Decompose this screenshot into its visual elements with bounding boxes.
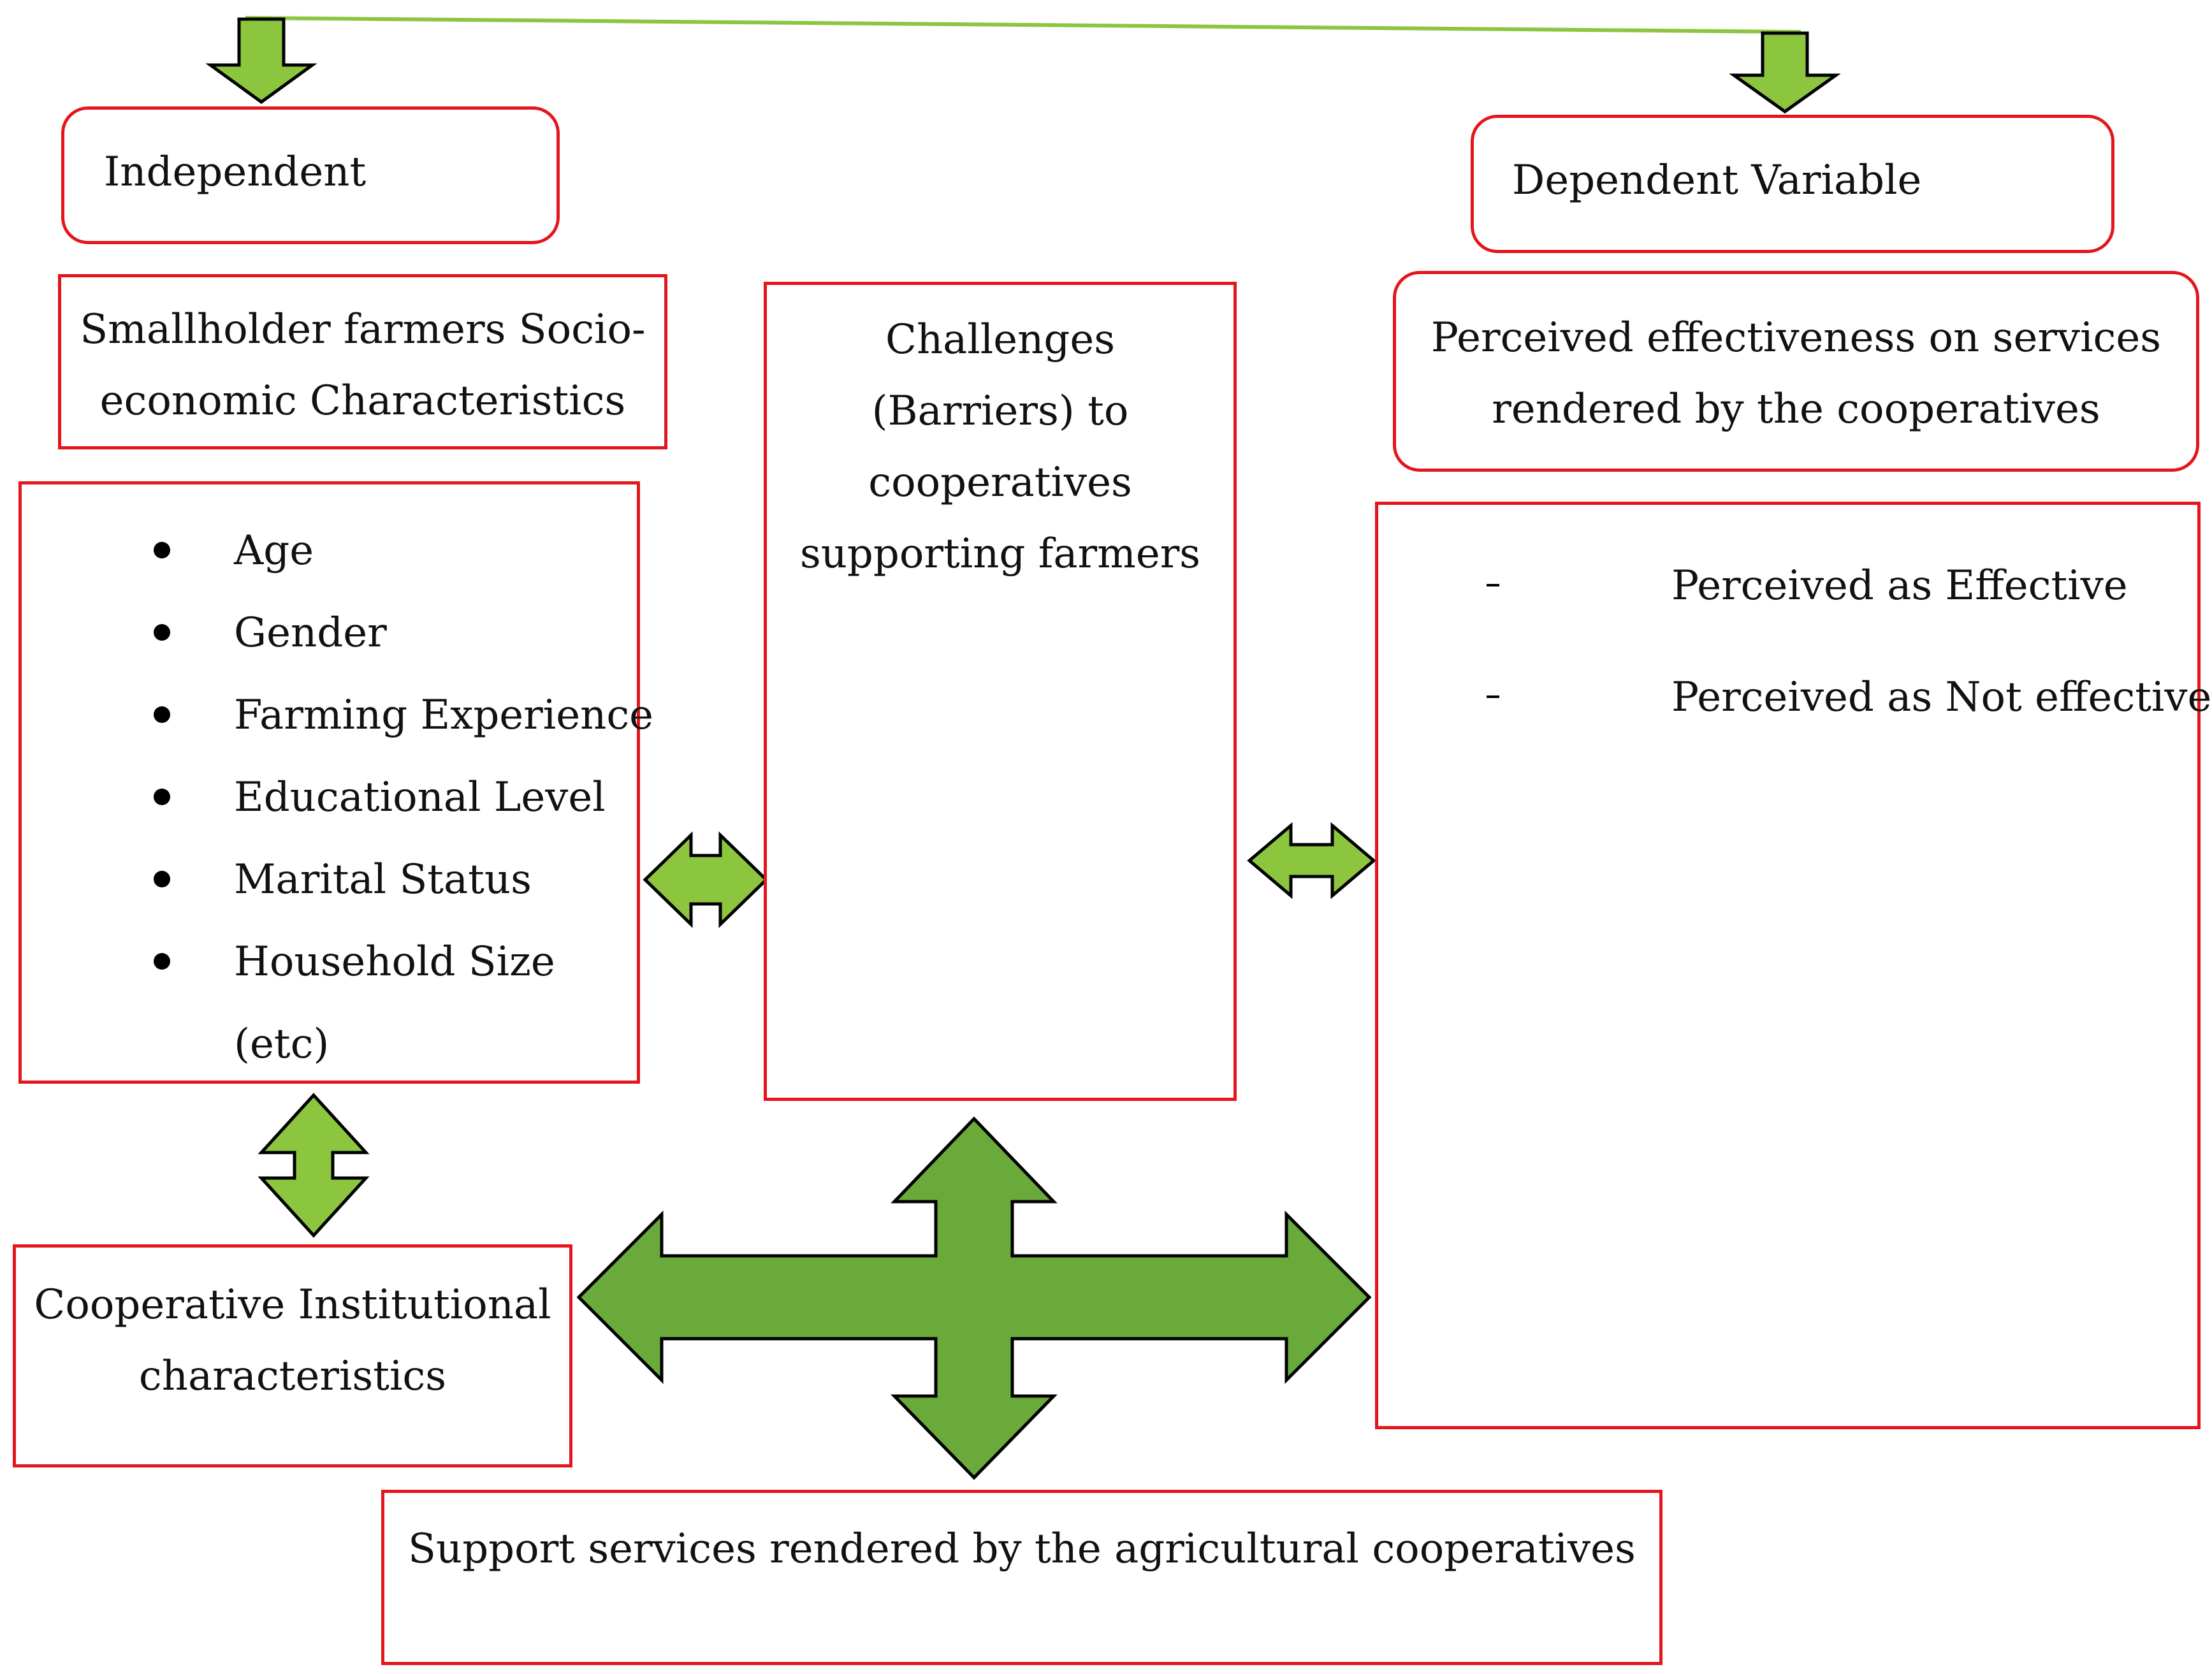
effectiveness-line-1: Perceived effectiveness on services — [1430, 314, 2162, 361]
support-services-box: Support services rendered by the agricul… — [381, 1490, 1663, 1665]
institutional-text: Cooperative Institutional characteristic… — [16, 1269, 569, 1412]
dependent-label-box: Dependent Variable — [1471, 115, 2114, 253]
challenges-box: Challenges (Barriers) to cooperatives su… — [764, 282, 1237, 1101]
socio-economic-title: Smallholder farmers Socio- economic Char… — [61, 294, 664, 437]
top-connector-line — [245, 16, 1801, 34]
bullet-icon — [154, 871, 170, 887]
bullet-icon — [154, 953, 170, 970]
arrow-four-way — [576, 1116, 1372, 1480]
effectiveness-line-2: rendered by the cooperatives — [1492, 386, 2100, 433]
effectiveness-header-text: Perceived effectiveness on services rend… — [1396, 302, 2196, 445]
dash-icon — [1487, 584, 1499, 586]
dependent-label: Dependent Variable — [1512, 157, 1922, 204]
challenges-line-3: cooperatives — [868, 459, 1132, 506]
arrow-double-socio-challenges — [643, 831, 769, 928]
institutional-box: Cooperative Institutional characteristic… — [13, 1244, 572, 1467]
characteristics-etc: (etc) — [234, 1021, 330, 1068]
bullet-icon — [154, 706, 170, 723]
list-item: Educational Level — [143, 757, 653, 839]
institutional-line-1: Cooperative Institutional — [34, 1281, 551, 1328]
bullet-icon — [154, 789, 170, 805]
effectiveness-header-box: Perceived effectiveness on services rend… — [1393, 271, 2199, 472]
arrow-down-dependent — [1729, 31, 1841, 114]
independent-label: Independent — [104, 149, 367, 196]
list-item: Gender — [143, 592, 653, 674]
independent-label-box: Independent — [61, 106, 560, 244]
list-item: Perceived as Not effective — [1487, 642, 2211, 753]
bullet-icon — [154, 624, 170, 641]
challenges-text: Challenges (Barriers) to cooperatives su… — [767, 304, 1233, 590]
list-item: Household Size — [143, 921, 653, 1003]
list-item: Farming Experience — [143, 674, 653, 757]
socio-economic-line-2: economic Characteristics — [99, 377, 626, 425]
socio-economic-box: Smallholder farmers Socio- economic Char… — [58, 274, 667, 449]
institutional-line-2: characteristics — [138, 1353, 447, 1400]
outcomes-box: Perceived as Effective Perceived as Not … — [1375, 502, 2211, 1429]
challenges-line-4: supporting farmers — [799, 530, 1201, 578]
challenges-line-2: (Barriers) to — [871, 388, 1129, 435]
dash-icon — [1487, 695, 1499, 698]
arrow-double-challenges-outcomes — [1247, 822, 1376, 899]
support-services-text: Support services rendered by the agricul… — [408, 1525, 1636, 1573]
list-item: Age — [143, 510, 653, 592]
characteristics-list: Age Gender Farming Experience Educationa… — [143, 510, 653, 1086]
list-item: Perceived as Effective — [1487, 530, 2211, 642]
bullet-icon — [154, 542, 170, 558]
arrow-down-independent — [205, 17, 317, 105]
challenges-line-1: Challenges — [885, 316, 1116, 363]
characteristics-box: Age Gender Farming Experience Educationa… — [18, 481, 653, 1084]
arrow-double-vertical-socio-institutional — [258, 1093, 370, 1238]
list-item: Marital Status — [143, 839, 653, 921]
socio-economic-line-1: Smallholder farmers Socio- — [80, 306, 646, 353]
outcomes-list: Perceived as Effective Perceived as Not … — [1487, 530, 2211, 753]
